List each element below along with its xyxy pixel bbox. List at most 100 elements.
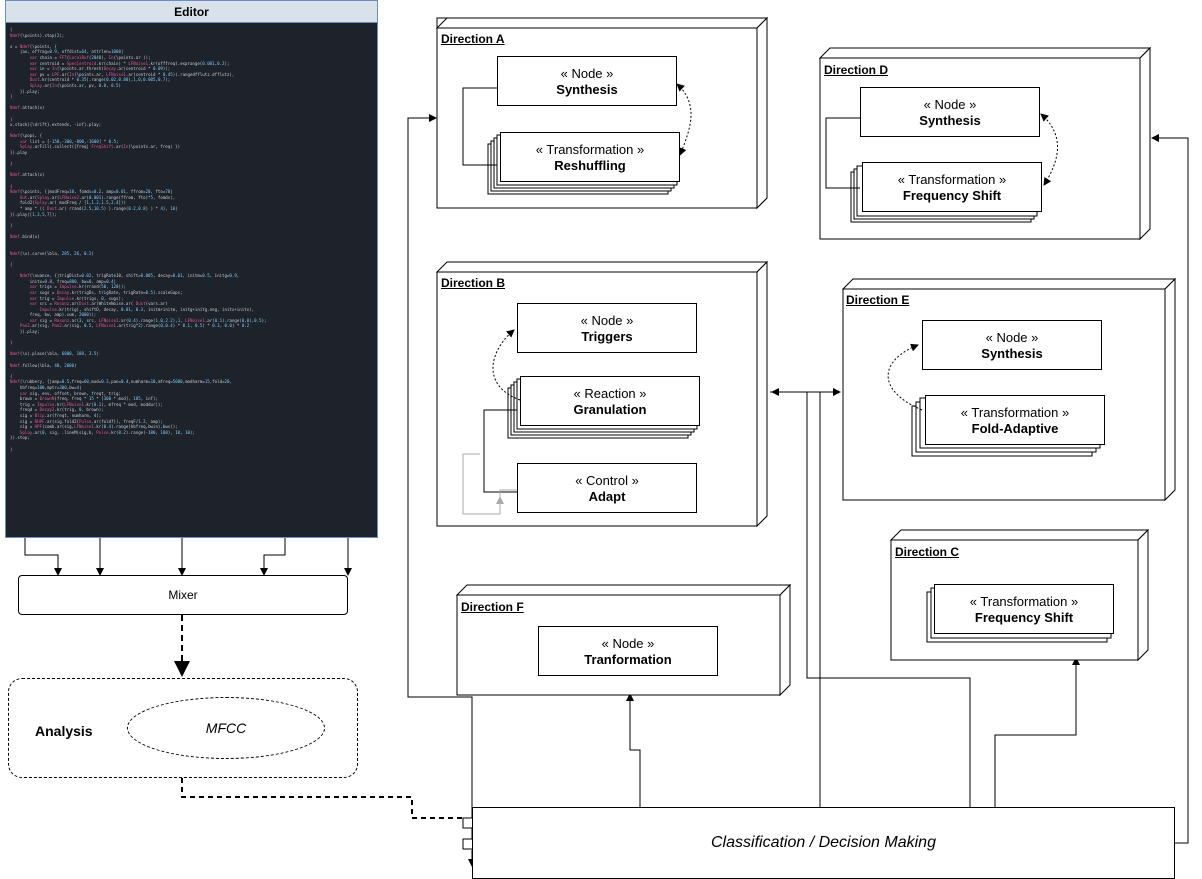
code-line: * amp * (( Dust.ar( rrand(2.5,10.5) ).ra… (10, 206, 178, 211)
dir-f-node-name: Tranformation (584, 651, 672, 667)
code-line: ) (10, 116, 13, 122)
code-line: Ndef.attach(x) (10, 172, 45, 178)
decision-to-dir-a-line (407, 114, 473, 848)
code-line: Out.ar(Splay.ar(LFNoise2.ar(0.001).range… (19, 194, 176, 200)
dir-e-title: Direction E (846, 293, 910, 307)
dir-a-transformation-stereotype: « Transformation » (535, 141, 645, 157)
dir-d-node-stereotype: « Node » (923, 96, 977, 112)
code-line: initx=0.8, freq=800, bw=0, amp=0.4| (10, 278, 117, 284)
code-line: x.stack({\drift}.extends, -inf).play; (10, 122, 102, 128)
code-line: ( (10, 183, 13, 189)
dir-d-title: Direction D (824, 63, 889, 77)
dir-a-transformation-name: Reshuffling (554, 157, 626, 173)
dir-d-transformation-box[interactable]: « Transformation » Frequency Shift (862, 162, 1042, 212)
dir-b-dotted-link (492, 329, 521, 401)
code-line: Pan2.ar(sig, Pan2.ar(sig, 0.5, LFNoise1.… (19, 323, 250, 329)
decision-box: Classification / Decision Making (472, 807, 1175, 879)
code-line: sig = RHPF.ar(sig.fold2(Pulse.ar(foldf))… (10, 418, 163, 424)
dir-d-node-box[interactable]: « Node » Synthesis (860, 87, 1040, 137)
dir-b-control-box[interactable]: « Control » Adapt (517, 463, 697, 513)
analysis-label: Analysis (35, 723, 93, 739)
code-line: Ndef(\x).place(\bla, 6800, 180, 3.5) (10, 351, 99, 357)
code-line: Dust.kr(centroid * 0.35).range(0.02,0.80… (29, 77, 171, 83)
decision-to-dir-f-line (626, 693, 641, 808)
analysis-container: Analysis MFCC (8, 678, 358, 778)
dir-b-node-name: Triggers (581, 328, 633, 344)
dir-a-dotted-link (676, 83, 692, 156)
code-line: var chain = FFT(LocalBuf(2048), In(\poin… (29, 54, 151, 60)
dir-b-node-stereotype: « Node » (580, 312, 634, 328)
code-line: freq, bw, amp).sum, 2000)); (10, 312, 97, 318)
dir-e-node-box[interactable]: « Node » Synthesis (922, 320, 1102, 370)
dir-a-node-name: Synthesis (556, 81, 618, 97)
code-line: Ndef(\points, {|modFreq=10, fomds=0.2, a… (10, 189, 173, 195)
code-line: ( (10, 261, 13, 267)
dir-d-transformation-stereotype: « Transformation » (897, 171, 1007, 187)
code-line: Splay.ar(0, sig, .lineM(sig,b, Pulse.kr(… (19, 429, 195, 435)
code-line: ) (10, 94, 13, 100)
dir-a-title: Direction A (441, 32, 505, 46)
dir-f-node-box[interactable]: « Node » Tranformation (538, 626, 718, 676)
code-line: Impulse.kr(trig), shiftD, decay, 0.01, 0… (39, 306, 255, 312)
code-line: Splay.arFill(.collect({freq| FreqShift.a… (19, 144, 181, 150)
dir-e-transformation-name: Fold-Adaptive (971, 420, 1059, 436)
code-line: var src = Resonz.ar(Dust.ar(WhiteNoise.a… (29, 301, 168, 307)
code-line: }).play; (10, 329, 40, 335)
dir-b-control-name: Adapt (588, 488, 626, 504)
code-line: Ndef(\nuance, {|trigDist=0.02, trigRate1… (19, 273, 240, 279)
code-line: Ndef(\points).stop(2); (10, 32, 65, 38)
code-line: sig = HPF(comb.ar(sig,LFNoise1.kr(0.4).r… (10, 424, 178, 430)
dir-c-transformation-name: Frequency Shift (974, 609, 1074, 625)
decision-to-dir-c-line (994, 657, 1080, 808)
code-line: var centroid = SpecCentroid.kr(chain) * … (29, 60, 230, 66)
dir-b-title: Direction B (441, 276, 506, 290)
code-line: brown = BrownN(freq, freq * 15 * [300 * … (10, 396, 158, 402)
analysis-to-decision-arrow (181, 778, 465, 819)
dir-c-transformation-box[interactable]: « Transformation » Frequency Shift (934, 584, 1114, 634)
code-line: freqd = Decay2.kr(trig, 0, brown); (10, 407, 104, 413)
dir-e-node-stereotype: « Node » (985, 329, 1039, 345)
decision-to-dir-d-line (1151, 134, 1189, 844)
code-line: trig = Impulse.kr(LFNoise1.kr(0.1), mfre… (10, 401, 163, 407)
dir-c-transformation-stereotype: « Transformation » (969, 593, 1079, 609)
code-line: |ax, offrag=0.9, offdist=64, attrlen=100… (10, 49, 124, 55)
code-line: x = Ndef(\points, { (10, 43, 57, 49)
mfcc-ellipse: MFCC (127, 697, 325, 759)
code-line: ( (10, 373, 13, 379)
code-line: Ndef.attach(x) (10, 105, 45, 111)
code-line: var in = In(\points.ar.thresh(Decay.ar(c… (29, 66, 171, 72)
code-line: hbfreq=100,mptr=300,bw=4| (10, 385, 82, 390)
dir-b-reaction-name: Granulation (573, 401, 647, 417)
dir-a-transformation-box[interactable]: « Transformation » Reshuffling (500, 132, 680, 182)
dir-e-transformation-stereotype: « Transformation » (960, 404, 1070, 420)
code-line: Ndef(\rubbery, {|amp=0.5,freq=60,mod=0.3… (10, 379, 232, 385)
code-line: Ndef(\pops, { (10, 133, 43, 139)
code-line: Ndef.bind(x) (10, 233, 40, 239)
dir-a-node-stereotype: « Node » (560, 65, 614, 81)
dir-b-reaction-stereotype: « Reaction » (573, 385, 647, 401)
code-line: fold2(Splay.ar( modFreq / [1,1.2,1.5,2.4… (10, 200, 126, 206)
code-line: }).play (10, 150, 28, 156)
dir-b-reaction-box[interactable]: « Reaction » Granulation (520, 376, 700, 426)
code-line: Ndef(\x).curve(\bla, 285, 26, 0.2) (10, 250, 94, 256)
dir-b-node-box[interactable]: « Node » Triggers (517, 303, 697, 353)
code-line: ) (10, 446, 13, 452)
dir-d-node-to-trans-line (825, 117, 860, 189)
code-line: ) (10, 222, 13, 228)
dir-e-transformation-box[interactable]: « Transformation » Fold-Adaptive (925, 395, 1105, 445)
dir-b-control-stereotype: « Control » (575, 472, 639, 488)
editor-title: Editor (6, 1, 377, 23)
code-line: var sig = Resonz.ar(3, src, LFNoise1.ar(… (29, 317, 267, 323)
code-line: var sig, env, offset, brown, freqt, trig… (19, 390, 121, 396)
dir-a-node-box[interactable]: « Node » Synthesis (497, 56, 677, 106)
dir-f-title: Direction F (461, 600, 524, 614)
code-line: }).play([1,3,5,7]); (10, 211, 57, 217)
code-line: Splay.ar(In(\points.ar, pv, 0.8, 0.5) (29, 82, 121, 88)
code-area[interactable]: ( Ndef(\points).stop(2); x = Ndef(\points,… (10, 27, 374, 535)
editor-panel[interactable]: Editor ( Ndef(\points).stop(2); x = Ndef(\… (5, 0, 378, 538)
dir-e-node-name: Synthesis (981, 345, 1043, 361)
code-line: ) (10, 340, 13, 346)
dir-c-title: Direction C (895, 545, 960, 559)
code-line: ) (10, 161, 13, 167)
code-line: var sugs = Decay.kr(trigDs, trigRate, tr… (29, 289, 183, 295)
